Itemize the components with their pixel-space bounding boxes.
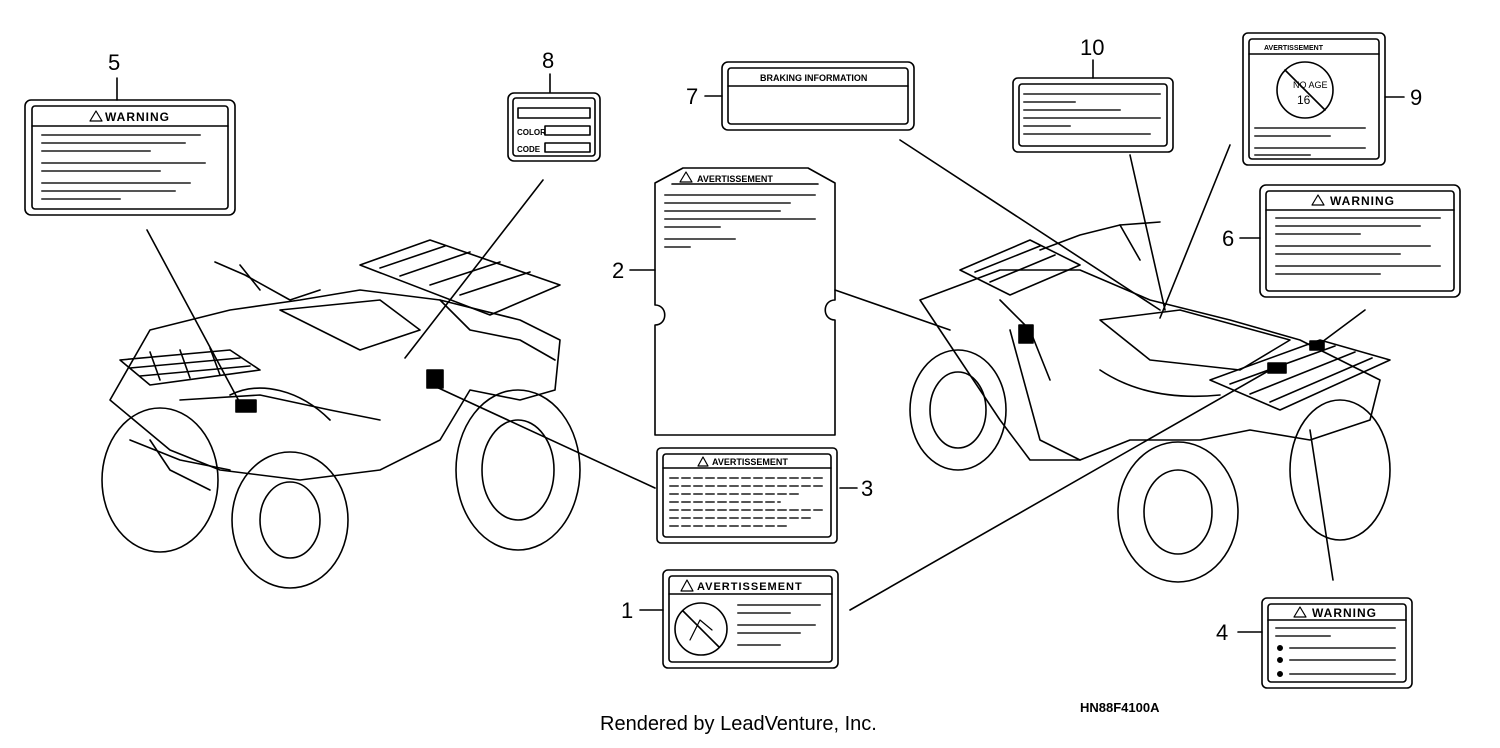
atv-right — [909, 221, 1391, 583]
label-3-avertissement — [656, 447, 838, 544]
label-8-color: COLOR — [517, 128, 546, 137]
leader-lines — [116, 59, 1405, 633]
callout-5: 5 — [108, 50, 120, 75]
callout-3: 3 — [861, 476, 873, 501]
callout-1: 1 — [621, 598, 633, 623]
label-4-warning — [1261, 597, 1413, 689]
label-6-warning — [1259, 184, 1461, 298]
label-5-warning — [24, 99, 236, 216]
label-3-heading: AVERTISSEMENT — [712, 457, 788, 467]
label-6-heading: WARNING — [1330, 194, 1395, 208]
label-7-braking-information — [721, 61, 915, 131]
label-1-avertissement — [662, 569, 839, 669]
atv-left — [101, 239, 581, 589]
diagram-code: HN88F4100A — [1080, 700, 1160, 715]
label-2-avertissement — [654, 167, 836, 436]
callout-7: 7 — [686, 84, 698, 109]
label-8-code: CODE — [517, 145, 541, 154]
callout-9: 9 — [1410, 85, 1422, 110]
label-10 — [1012, 77, 1174, 153]
label-9-heading: AVERTISSEMENT — [1264, 45, 1324, 52]
callout-2: 2 — [612, 258, 624, 283]
svg-text:NO AGE: NO AGE — [1293, 80, 1328, 90]
label-2-heading: AVERTISSEMENT — [697, 174, 773, 184]
svg-text:16: 16 — [1297, 93, 1311, 107]
label-9: NO AGE 16 — [1242, 32, 1386, 166]
label-8-color-code — [507, 92, 601, 162]
callout-4: 4 — [1216, 620, 1228, 645]
callout-10: 10 — [1080, 35, 1104, 60]
footer-credit: Rendered by LeadVenture, Inc. — [600, 713, 877, 735]
callout-8: 8 — [542, 48, 554, 73]
label-4-heading: WARNING — [1312, 606, 1377, 620]
callout-6: 6 — [1222, 226, 1234, 251]
label-5-heading: WARNING — [105, 110, 170, 124]
label-7-heading: BRAKING INFORMATION — [760, 73, 867, 83]
label-1-heading: AVERTISSEMENT — [697, 581, 803, 593]
